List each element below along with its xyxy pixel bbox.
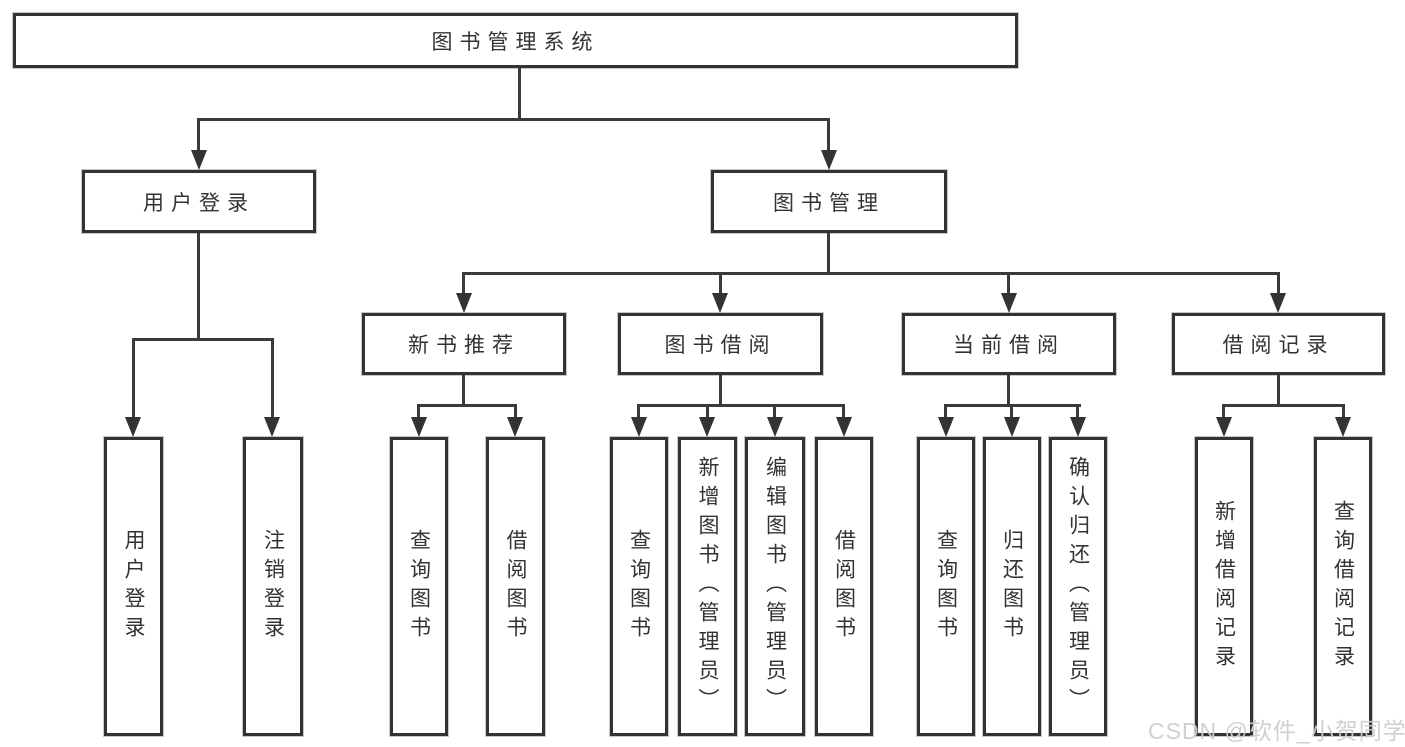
arrow-down-icon [712, 293, 728, 313]
leaf-node-add-borrow-record: 新增借阅记录 [1195, 437, 1253, 736]
arrow-down-icon [821, 150, 837, 170]
leaf-node-edit-books-admin: 编辑图书（管理员） [745, 437, 805, 736]
arrow-down-icon [456, 293, 472, 313]
branch-node-user-login: 用户登录 [82, 170, 316, 233]
leaf-node-query-borrow-record: 查询借阅记录 [1314, 437, 1372, 736]
connector-line [719, 272, 722, 297]
connector-line [719, 375, 722, 407]
connector-line [197, 118, 200, 154]
connector-line [462, 375, 465, 407]
connector-line [132, 338, 135, 422]
csdn-watermark: CSDN @软件_小贺同学 [1148, 718, 1405, 744]
arrow-down-icon [1216, 417, 1232, 437]
group-node-new-book-recommendation: 新书推荐 [362, 313, 566, 375]
group-node-current-borrowing: 当前借阅 [902, 313, 1116, 375]
arrow-down-icon [191, 150, 207, 170]
leaf-node-recommend-query-books: 查询图书 [390, 437, 448, 736]
connector-line [773, 404, 776, 420]
connector-line [827, 233, 830, 275]
connector-line [1342, 404, 1345, 420]
connector-line [1007, 375, 1010, 407]
arrow-down-icon [507, 417, 523, 437]
arrow-down-icon [411, 417, 427, 437]
connector-line [132, 338, 274, 341]
branch-node-book-management: 图书管理 [711, 170, 947, 233]
connector-line [417, 404, 420, 420]
arrow-down-icon [1335, 417, 1351, 437]
root-node-library-system: 图书管理系统 [13, 13, 1018, 68]
connector-line [1222, 404, 1345, 407]
connector-line [637, 404, 640, 420]
connector-line [514, 404, 517, 420]
leaf-node-current-query-books: 查询图书 [917, 437, 975, 736]
connector-line [1010, 404, 1013, 420]
leaf-node-borrowing-borrow-books: 借阅图书 [815, 437, 873, 736]
connector-line [1222, 404, 1225, 420]
connector-line [417, 404, 517, 407]
leaf-node-borrowing-query-books: 查询图书 [610, 437, 668, 736]
connector-line [706, 404, 709, 420]
arrow-down-icon [125, 417, 141, 437]
group-node-book-borrowing: 图书借阅 [618, 313, 823, 375]
connector-line [1076, 404, 1079, 420]
leaf-node-recommend-borrow-books: 借阅图书 [486, 437, 545, 736]
leaf-node-logout: 注销登录 [243, 437, 303, 736]
arrow-down-icon [1001, 293, 1017, 313]
arrow-down-icon [1270, 293, 1286, 313]
arrow-down-icon [836, 417, 852, 437]
connector-line [1277, 272, 1280, 297]
connector-line [462, 272, 465, 297]
connector-line [637, 404, 845, 407]
connector-line [827, 118, 830, 154]
arrow-down-icon [699, 417, 715, 437]
connector-line [462, 272, 1280, 275]
connector-line [944, 404, 947, 420]
connector-line [271, 338, 274, 422]
arrow-down-icon [938, 417, 954, 437]
arrow-down-icon [767, 417, 783, 437]
leaf-node-return-books: 归还图书 [983, 437, 1041, 736]
group-node-borrowing-records: 借阅记录 [1172, 313, 1385, 375]
arrow-down-icon [1070, 417, 1086, 437]
connector-line [842, 404, 845, 420]
arrow-down-icon [631, 417, 647, 437]
arrow-down-icon [1004, 417, 1020, 437]
leaf-node-user-login: 用户登录 [104, 437, 163, 736]
leaf-node-confirm-return-admin: 确认归还（管理员） [1049, 437, 1107, 736]
connector-line [197, 233, 200, 340]
connector-line [197, 118, 830, 121]
connector-line [1277, 375, 1280, 407]
connector-line [1007, 272, 1010, 297]
arrow-down-icon [264, 417, 280, 437]
leaf-node-add-books-admin: 新增图书（管理员） [678, 437, 737, 736]
connector-line [518, 68, 521, 121]
